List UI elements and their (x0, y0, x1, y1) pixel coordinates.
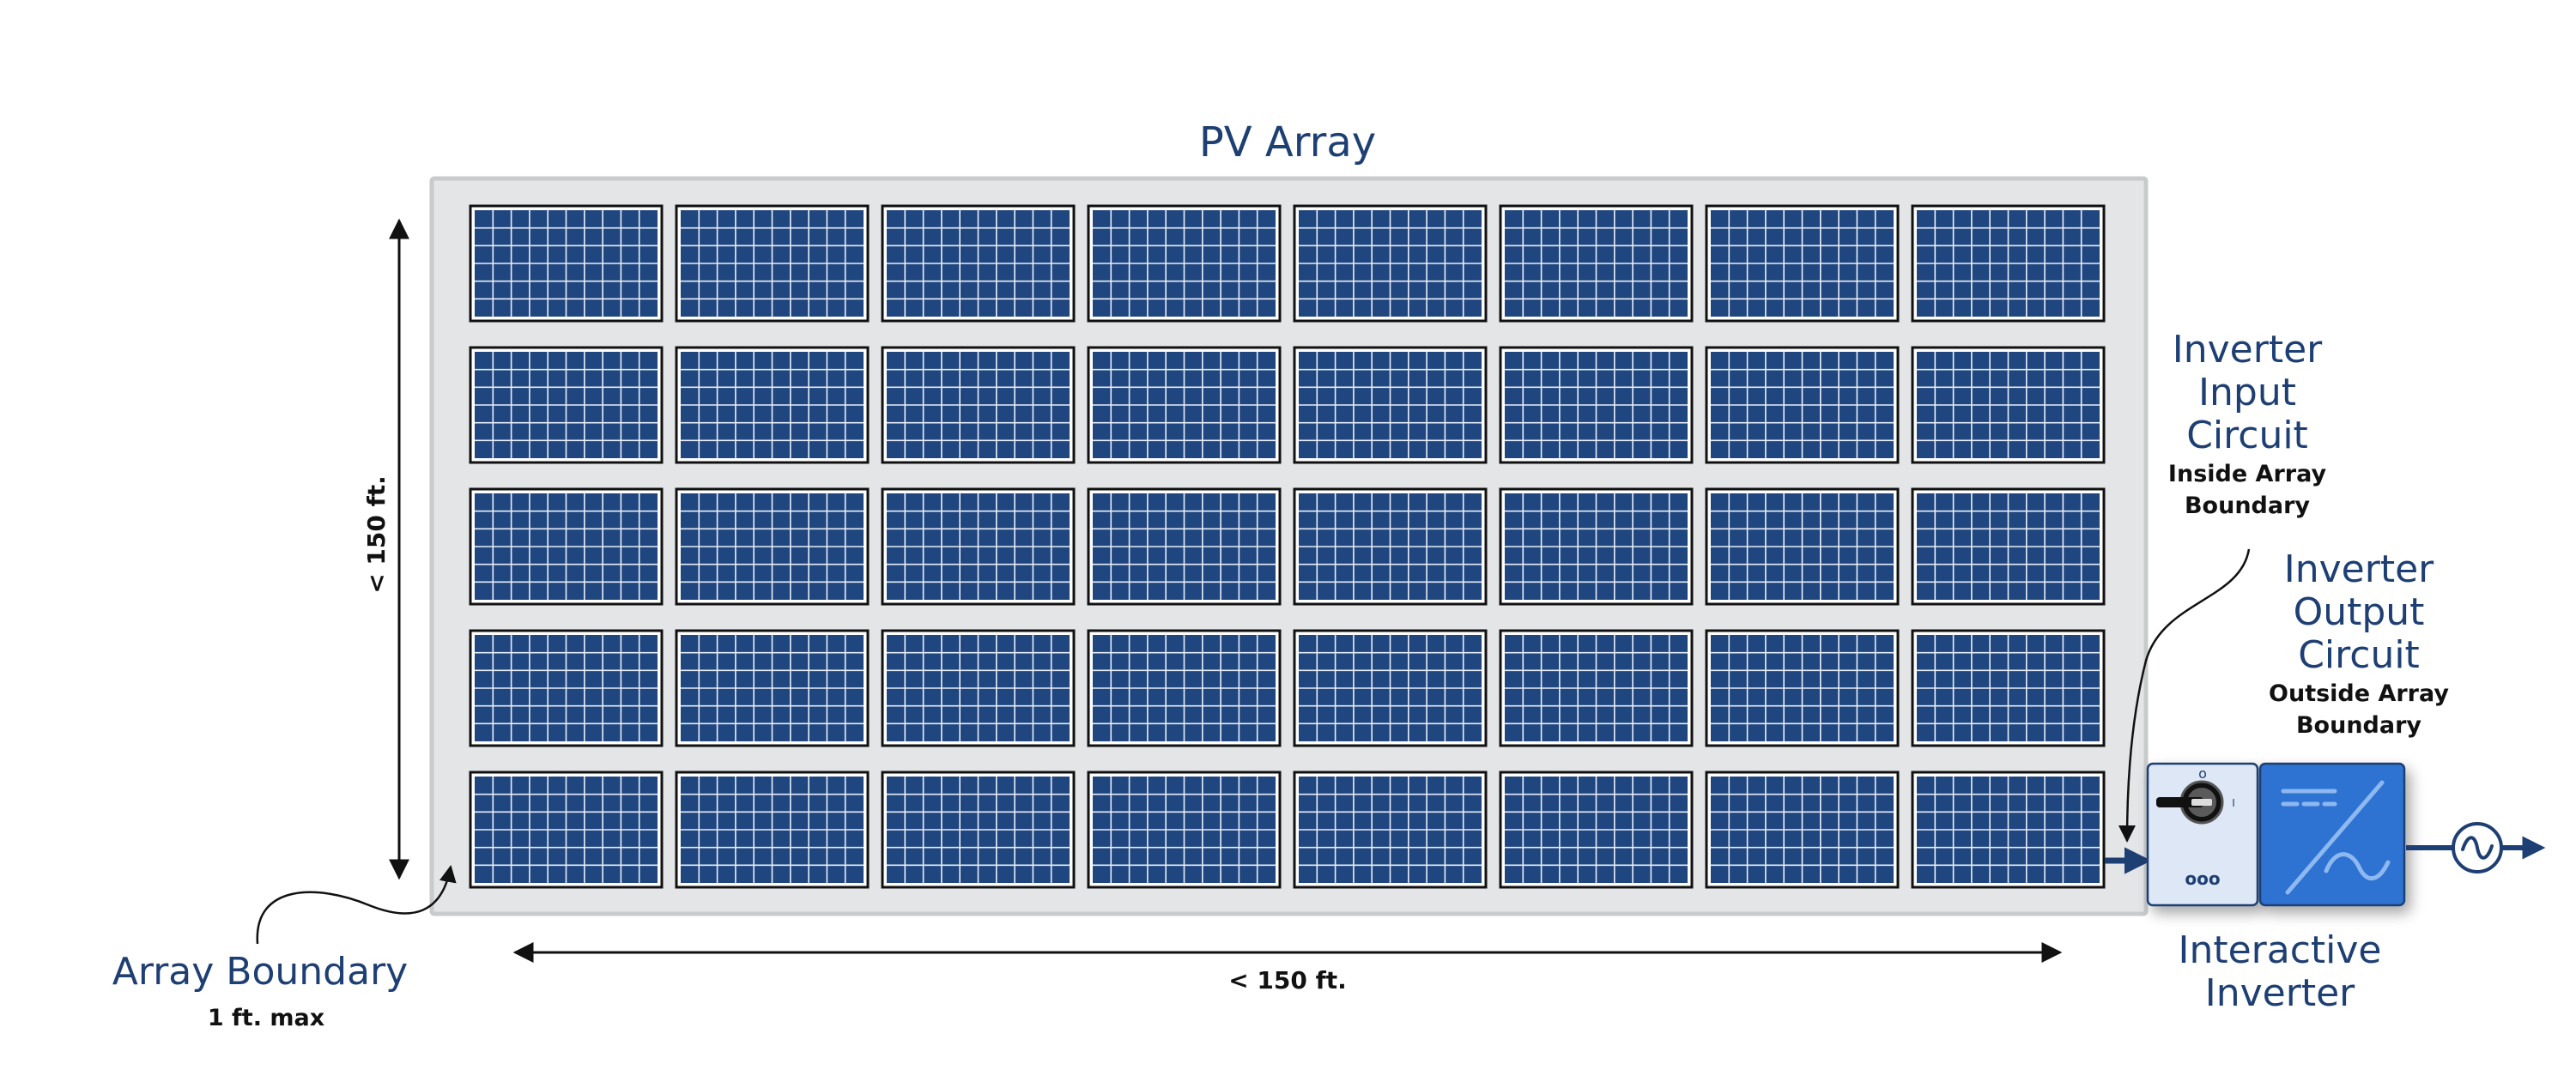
array-boundary-label: Array Boundary (112, 950, 408, 994)
solar-panel (675, 629, 870, 747)
solar-panel (881, 771, 1076, 889)
solar-panel (1499, 346, 1694, 464)
solar-panel (1087, 629, 1282, 747)
solar-panel (1705, 487, 1900, 606)
solar-panel (675, 204, 870, 323)
svg-text:o: o (2198, 765, 2207, 782)
solar-panel (1293, 346, 1488, 464)
solar-panel (1911, 771, 2106, 889)
solar-panel (881, 204, 1076, 323)
interactive-inverter-label: Interactive Inverter (2178, 928, 2381, 1015)
svg-text:Boundary: Boundary (2185, 493, 2310, 519)
diagram-title: PV Array (1199, 118, 1376, 166)
disconnect-switch-details: o I ooo (2156, 765, 2235, 889)
solar-panel (1911, 629, 2106, 747)
solar-panel (1911, 204, 2106, 323)
solar-panel (1499, 771, 1694, 889)
solar-panel (881, 346, 1076, 464)
solar-panel (1499, 487, 1694, 606)
solar-panel (469, 629, 664, 747)
svg-text:Inverter: Inverter (2173, 328, 2323, 372)
inverter-output-circuit-label: Inverter Output Circuit Outside Array Bo… (2269, 547, 2449, 739)
svg-text:Boundary: Boundary (2296, 712, 2421, 739)
svg-text:Inside Array: Inside Array (2168, 461, 2327, 487)
inverter-dc-ac-symbol (2281, 780, 2391, 895)
array-boundary-pointer (256, 865, 457, 945)
solar-panel (1293, 629, 1488, 747)
solar-panel (1499, 204, 1694, 323)
solar-panel (881, 629, 1076, 747)
svg-text:Circuit: Circuit (2186, 414, 2308, 457)
solar-panel (1293, 771, 1488, 889)
width-dimension-label: < 150 ft. (1228, 966, 1347, 994)
solar-panel-grid (469, 204, 2106, 889)
svg-text:I: I (2232, 797, 2235, 809)
inverter-input-circuit-label: Inverter Input Circuit Inside Array Boun… (2168, 328, 2327, 519)
solar-panel (675, 346, 870, 464)
solar-panel (1087, 204, 1282, 323)
svg-text:Input: Input (2198, 371, 2296, 414)
solar-panel (1705, 346, 1900, 464)
svg-text:ooo: ooo (2185, 868, 2220, 889)
solar-panel (1911, 346, 2106, 464)
ac-sine-icon (2452, 822, 2503, 873)
solar-panel (1087, 346, 1282, 464)
solar-panel (1293, 487, 1488, 606)
solar-panel (1911, 487, 2106, 606)
svg-text:Outside Array: Outside Array (2269, 680, 2449, 707)
height-dimension-label: < 150 ft. (362, 475, 391, 594)
svg-text:Inverter: Inverter (2284, 547, 2434, 591)
solar-panel (469, 204, 664, 323)
solar-panel (675, 771, 870, 889)
solar-panel (469, 487, 664, 606)
svg-text:Interactive: Interactive (2178, 928, 2381, 972)
solar-panel (1705, 771, 1900, 889)
svg-text:Circuit: Circuit (2298, 633, 2420, 677)
solar-panel (1087, 487, 1282, 606)
solar-panel (675, 487, 870, 606)
solar-panel (1087, 771, 1282, 889)
svg-text:Output: Output (2294, 590, 2425, 634)
solar-panel (1499, 629, 1694, 747)
array-boundary-note: 1 ft. max (208, 1005, 324, 1031)
input-circuit-pointer (2118, 548, 2251, 843)
solar-panel (1705, 629, 1900, 747)
solar-panel (1705, 204, 1900, 323)
solar-panel (881, 487, 1076, 606)
solar-panel (469, 771, 664, 889)
solar-panel (1293, 204, 1488, 323)
svg-text:Inverter: Inverter (2205, 971, 2355, 1015)
solar-panel (469, 346, 664, 464)
